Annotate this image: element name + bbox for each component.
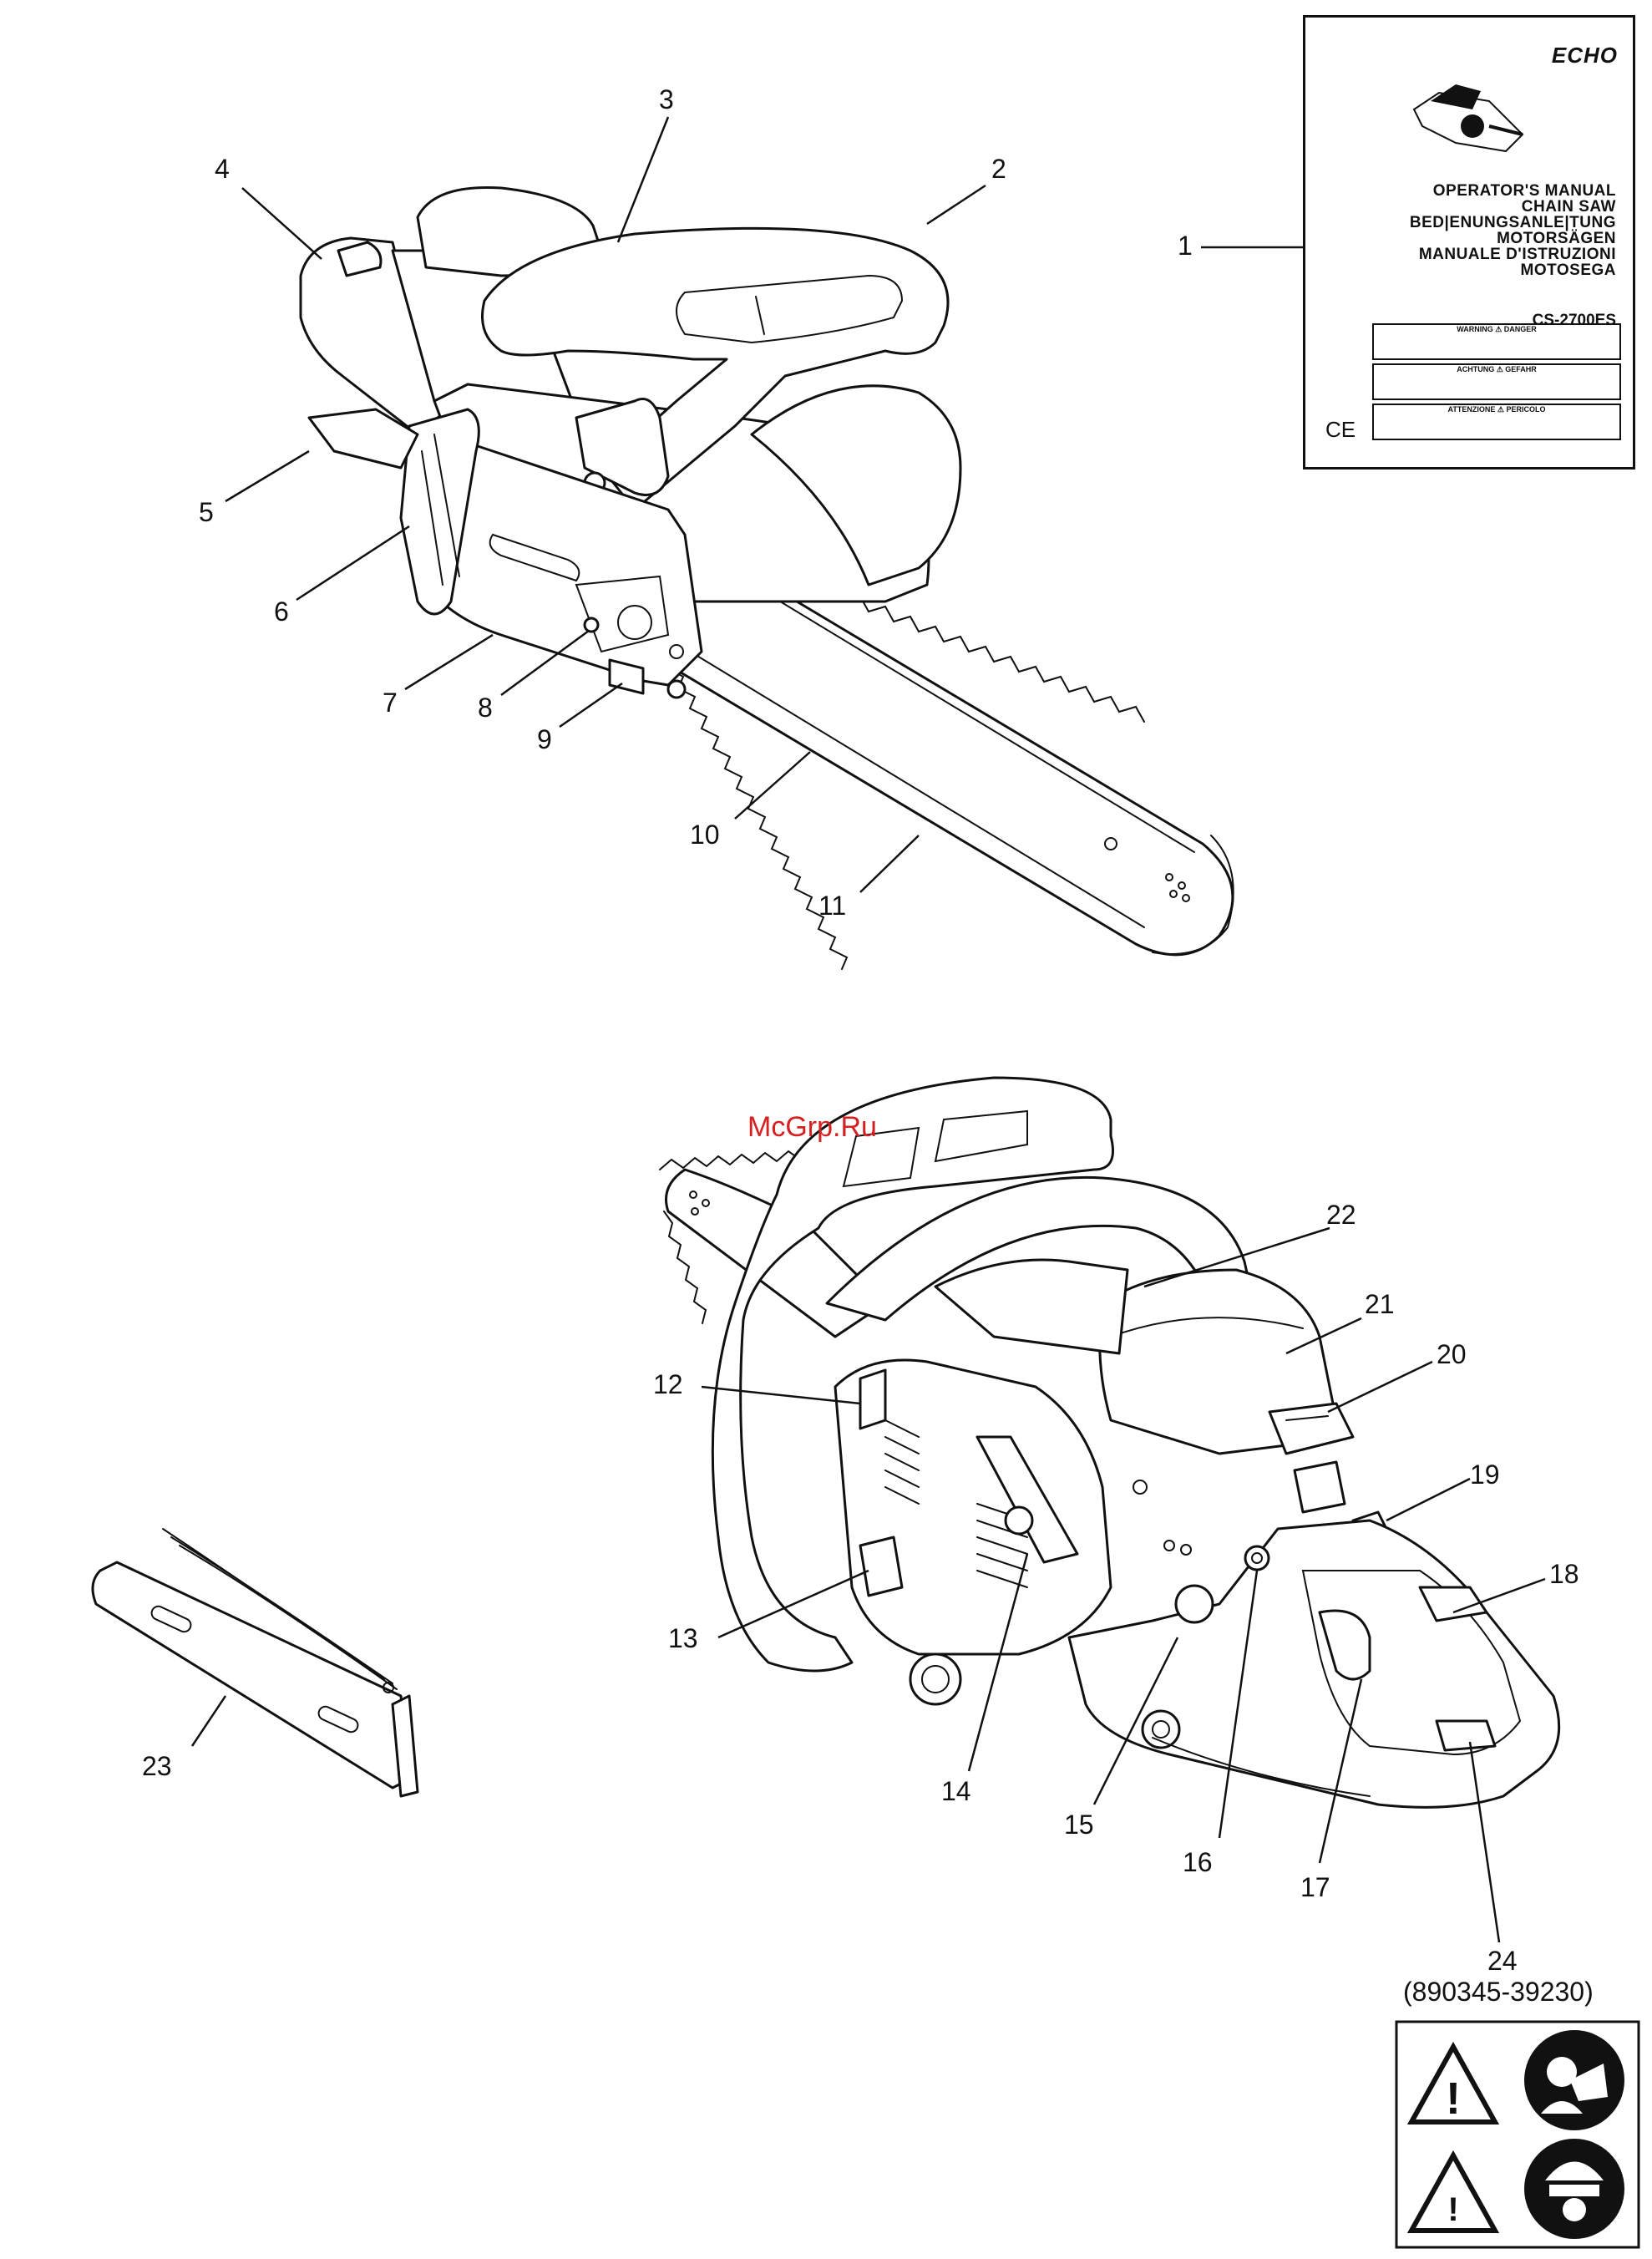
callout-3: 3	[659, 84, 674, 114]
manual-title-line: MOTOSEGA	[1410, 262, 1616, 278]
callout-12: 12	[653, 1369, 683, 1399]
manual-title-line: CHAIN SAW	[1410, 199, 1616, 215]
callout-20: 20	[1437, 1339, 1467, 1369]
callout-14: 14	[941, 1776, 971, 1806]
callout-18: 18	[1549, 1559, 1579, 1589]
watermark: McGrp.Ru	[747, 1111, 877, 1144]
manual-chainsaw-thumbnail	[1406, 76, 1531, 168]
manual-title-line: MANUALE D'ISTRUZIONI	[1410, 246, 1616, 262]
callout-19: 19	[1470, 1459, 1500, 1490]
callout-23: 23	[142, 1751, 172, 1781]
manual-title-line: BED|ENUNGSANLE|TUNG	[1410, 215, 1616, 231]
manual-warning-it: ATTENZIONE ⚠ PERICOLO	[1372, 404, 1621, 440]
callout-6: 6	[274, 596, 289, 627]
callout-8: 8	[478, 693, 493, 723]
ce-mark: CE	[1325, 417, 1356, 443]
manual-title-line: OPERATOR'S MANUAL	[1410, 183, 1616, 199]
callout-16: 16	[1183, 1847, 1213, 1877]
manual-title-line: MOTORSÄGEN	[1410, 231, 1616, 246]
callout-21: 21	[1365, 1289, 1395, 1319]
callout-2: 2	[991, 154, 1006, 184]
chainsaw-top-illustration	[301, 187, 1234, 969]
svg-text:!: !	[1446, 2074, 1461, 2124]
callout-22: 22	[1326, 1200, 1356, 1230]
manual-titles: OPERATOR'S MANUAL CHAIN SAW BED|ENUNGSAN…	[1410, 183, 1616, 278]
callout-9: 9	[537, 724, 552, 754]
operators-manual: ECHO OPERATOR'S MANUAL CHAIN SAW BED|ENU…	[1303, 15, 1635, 470]
echo-logo: ECHO	[1552, 43, 1618, 69]
callout-4: 4	[215, 154, 230, 184]
decal-part-number: (890345-39230)	[1403, 1977, 1594, 2008]
callout-10: 10	[690, 820, 720, 850]
manual-warning-de: ACHTUNG ⚠ GEFAHR	[1372, 363, 1621, 400]
manual-warning-en: WARNING ⚠ DANGER	[1372, 323, 1621, 360]
callout-17: 17	[1300, 1872, 1330, 1902]
callout-13: 13	[668, 1623, 698, 1653]
callout-7: 7	[383, 688, 398, 718]
callout-11: 11	[818, 891, 846, 921]
callout-1: 1	[1178, 231, 1193, 261]
warning-decal: ! !	[1396, 2022, 1639, 2247]
callout-5: 5	[199, 497, 214, 527]
callout-24: 24	[1487, 1946, 1518, 1976]
callout-15: 15	[1064, 1810, 1094, 1840]
svg-text:!: !	[1447, 2191, 1458, 2228]
chainsaw-bottom-illustration	[660, 1078, 1559, 1807]
